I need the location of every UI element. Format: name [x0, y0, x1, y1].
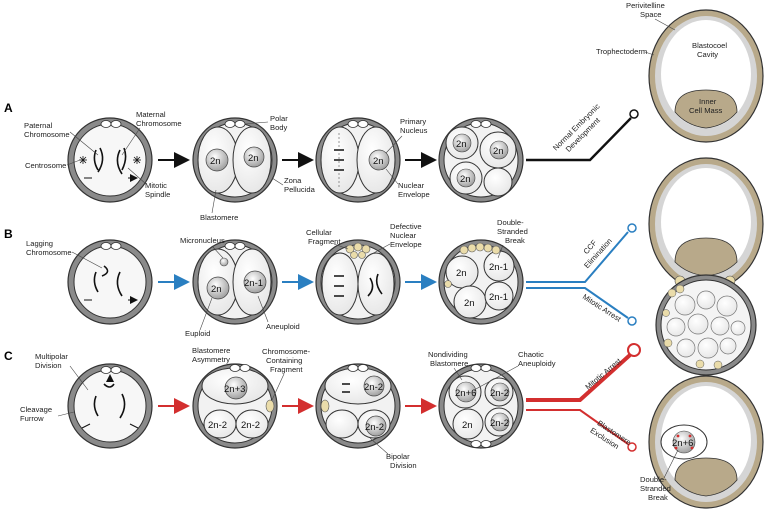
embryo-b3-fragmented: [315, 239, 401, 325]
path-blastomere-exclusion: [526, 409, 629, 445]
ploidy-b4-1: 2n: [456, 268, 467, 279]
blastocyst-ccf-eliminated: [648, 157, 764, 291]
row-label-c: C: [4, 349, 13, 363]
chromosome-containing-fragment: [265, 399, 275, 413]
label-blastomere-exclusion: BlastomereExclusion: [588, 417, 632, 455]
label-euploid: Euploid: [185, 329, 210, 338]
ploidy-b4-3: 2n: [464, 298, 475, 309]
row-label-b: B: [4, 227, 13, 241]
ploidy-c4-3: 2n: [462, 420, 473, 431]
ploidy-a3: 2n: [373, 156, 384, 167]
label-b-mitotic-arrest: Mitotic Arrest: [581, 292, 623, 324]
ploidy-a2-left: 2n: [210, 156, 221, 167]
embryo-b2-two-cell: 2n 2n-1: [192, 239, 278, 325]
embryo-b-arrested: [655, 274, 757, 376]
ploidy-c4-1: 2n+6: [455, 388, 476, 399]
label-aneuploid: Aneuploid: [266, 322, 300, 331]
ploidy-c2-top: 2n+3: [224, 384, 245, 395]
ploidy-b4-4: 2n-1: [489, 292, 508, 303]
path-normal-development: [526, 117, 632, 162]
ploidy-c4-4: 2n-2: [490, 418, 509, 429]
embryo-b1-zygote: [67, 239, 153, 325]
ploidy-excluded: 2n+6: [672, 438, 693, 449]
ploidy-c3-bottom: 2n-2: [365, 422, 384, 433]
ploidy-a4-2: 2n: [493, 146, 504, 157]
ploidy-b2-left: 2n: [211, 284, 222, 295]
label-blastomere: Blastomere: [200, 213, 238, 222]
endpoint-b-arrest: [627, 316, 637, 326]
embryo-c4-chaotic: 2n+6 2n-2 2n 2n-2: [438, 363, 524, 449]
ploidy-c3-top: 2n-2: [364, 382, 383, 393]
ploidy-a4-3: 2n: [460, 174, 471, 185]
embryo-a1-zygote: [67, 117, 153, 203]
cellular-fragment-cluster: [345, 242, 371, 259]
ploidy-c2-right: 2n-2: [241, 420, 260, 431]
ploidy-a2-right: 2n: [248, 153, 259, 164]
label-c-mitotic-arrest: Mitotic Arrest: [584, 356, 624, 392]
endpoint-exclusion: [627, 442, 637, 452]
embryo-a4-four-cell: 2n 2n 2n: [438, 117, 524, 203]
ploidy-c2-left: 2n-2: [208, 420, 227, 431]
centrosome-icon: [79, 156, 141, 164]
endpoint-normal: [629, 109, 639, 119]
embryo-b4-mosaic: 2n 2n-1 2n 2n-1: [438, 239, 524, 325]
embryo-c3-bipolar: 2n-2 2n-2: [315, 363, 401, 449]
row-label-a: A: [4, 101, 13, 115]
label-ccf-elimination: CCFElimination: [575, 230, 614, 270]
blastocyst-excluded-blastomere: 2n+6: [648, 375, 764, 509]
ploidy-a4-1: 2n: [456, 139, 467, 150]
label-centrosome: Centrosome: [25, 161, 66, 170]
ploidy-c4-2: 2n-2: [490, 388, 509, 399]
embryo-c1-multipolar: [67, 363, 153, 449]
label-trophectoderm: Trophectoderm: [596, 47, 647, 56]
path-ccf-elimination: [526, 231, 629, 283]
micronucleus: [219, 257, 229, 267]
endpoint-c-arrest: [627, 343, 641, 357]
path-b-mitotic-arrest: [526, 287, 629, 319]
embryo-a2-two-cell: 2n 2n: [192, 117, 278, 203]
ploidy-b4-2: 2n-1: [489, 262, 508, 273]
embryo-a3-dividing: 2n: [315, 117, 401, 203]
ploidy-b2-right: 2n-1: [244, 278, 263, 289]
endpoint-ccf: [627, 223, 637, 233]
path-c-mitotic-arrest: [526, 353, 632, 402]
label-micronucleus: Micronucleus: [180, 236, 225, 245]
embryo-c2-asymmetric: 2n+3 2n-2 2n-2: [192, 363, 278, 449]
